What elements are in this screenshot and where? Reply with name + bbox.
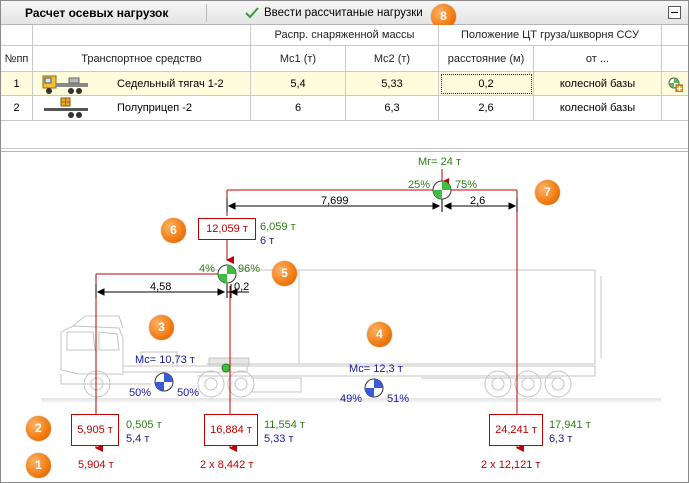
trailer-axle-green: 17,941 т bbox=[549, 419, 591, 431]
tractor-mass-label: Мс= 10,73 т bbox=[135, 354, 195, 366]
cargo-left-pct: 25% bbox=[408, 179, 431, 191]
front-axle-blue: 5,4 т bbox=[126, 433, 150, 445]
drive-axle-load-box: 16,884 т bbox=[204, 414, 258, 446]
column-header-vehicle[interactable]: Транспортное средство bbox=[33, 46, 251, 72]
row2-from[interactable]: колесной базы bbox=[534, 96, 662, 121]
header-spacer bbox=[662, 25, 688, 46]
panel-title: Расчет осевых нагрузок bbox=[25, 6, 169, 20]
checkmark-icon bbox=[245, 7, 259, 19]
dimension-26: 2,6 bbox=[470, 195, 486, 207]
cg-marker-cargo-icon bbox=[432, 180, 452, 200]
tractor-icon bbox=[42, 75, 88, 94]
trailer-axle-load-box: 24,241 т bbox=[489, 414, 543, 446]
callout-badge-8: 8 bbox=[431, 4, 456, 29]
row2-mc1[interactable]: 6 bbox=[251, 96, 346, 121]
row1-distance[interactable]: 0,2 bbox=[439, 72, 534, 96]
kingpin-marker-icon bbox=[221, 363, 231, 373]
drive-axle-total: 2 x 8,442 т bbox=[200, 459, 254, 471]
cg-marker-kingpin-icon bbox=[217, 264, 237, 284]
truck-outline bbox=[41, 269, 661, 402]
kingpin-right-pct: 96% bbox=[238, 263, 261, 275]
row1-mc2[interactable]: 5,33 bbox=[346, 72, 439, 96]
callout-badge-5: 5 bbox=[272, 261, 297, 286]
cargo-right-pct: 75% bbox=[455, 179, 478, 191]
trailer-mass-label: Мс= 12,3 т bbox=[349, 363, 403, 375]
column-header-mc2[interactable]: Mc2 (т) bbox=[346, 46, 439, 72]
tractor-left-pct: 50% bbox=[129, 387, 152, 399]
trailer-axle-total: 2 x 12,121 т bbox=[481, 459, 541, 471]
row1-number[interactable]: 1 bbox=[1, 72, 33, 96]
cg-marker-tractor-icon bbox=[154, 372, 174, 392]
cargo-mass-label: Мг= 24 т bbox=[418, 156, 461, 168]
column-header-number[interactable]: №пп bbox=[1, 46, 33, 72]
group-header-position: Положение ЦТ груза/шкворня ССУ bbox=[439, 25, 662, 46]
row1-vehicle[interactable]: Седельный тягач 1-2 bbox=[33, 72, 251, 96]
row2-distance[interactable]: 2,6 bbox=[439, 96, 534, 121]
column-header-distance[interactable]: расстояние (м) bbox=[439, 46, 534, 72]
trailer-left-pct: 49% bbox=[340, 393, 363, 405]
trailer-right-pct: 51% bbox=[387, 393, 410, 405]
front-axle-green: 0,505 т bbox=[126, 419, 162, 431]
callout-badge-6: 6 bbox=[161, 218, 186, 243]
header-spacer bbox=[1, 25, 33, 46]
row1-vehicle-name: Седельный тягач 1-2 bbox=[117, 77, 224, 90]
callout-badge-1: 1 bbox=[26, 453, 51, 478]
table-empty-area bbox=[1, 121, 688, 149]
kingpin-left-pct: 4% bbox=[199, 263, 215, 275]
dimension-458: 4,58 bbox=[150, 281, 172, 293]
column-header-mc1[interactable]: Mc1 (т) bbox=[251, 46, 346, 72]
cg-marker-trailer-icon bbox=[364, 378, 384, 398]
kingpin-load-blue: 6 т bbox=[260, 235, 275, 247]
toolbar: Расчет осевых нагрузок Ввести рассчитаны… bbox=[1, 1, 688, 25]
load-lines bbox=[95, 169, 524, 452]
axle-load-diagram: Мг= 24 т 25% 75% 7,699 2,6 12,059 т 6,05… bbox=[1, 151, 688, 482]
row2-action bbox=[662, 96, 688, 121]
collapse-icon[interactable] bbox=[668, 6, 681, 19]
row1-mc1[interactable]: 5,4 bbox=[251, 72, 346, 96]
diagram-drawing bbox=[41, 169, 661, 452]
kingpin-load-box: 12,059 т bbox=[198, 218, 256, 240]
drive-axle-blue: 5,33 т bbox=[264, 433, 294, 445]
add-cargo-button[interactable] bbox=[662, 72, 688, 96]
drive-axle-green: 11,554 т bbox=[264, 419, 305, 431]
group-header-mass: Распр. снаряженной массы bbox=[251, 25, 439, 46]
trailer-axle-blue: 6,3 т bbox=[549, 433, 573, 445]
column-header-from[interactable]: от ... bbox=[534, 46, 662, 72]
toolbar-separator bbox=[206, 4, 207, 22]
column-header-action bbox=[662, 46, 688, 72]
row2-number[interactable]: 2 bbox=[1, 96, 33, 121]
callout-badge-3: 3 bbox=[149, 315, 174, 340]
header-spacer bbox=[33, 25, 251, 46]
dimension-7699: 7,699 bbox=[321, 195, 349, 207]
row2-vehicle[interactable]: Полуприцеп -2 bbox=[33, 96, 251, 121]
dimension-lines bbox=[95, 198, 518, 298]
row2-mc2[interactable]: 6,3 bbox=[346, 96, 439, 121]
row2-vehicle-name: Полуприцеп -2 bbox=[117, 102, 193, 114]
callout-badge-2: 2 bbox=[26, 416, 51, 441]
front-axle-total: 5,904 т bbox=[78, 459, 114, 471]
front-axle-load-box: 5,905 т bbox=[71, 414, 119, 446]
dimension-02: 0,2 bbox=[234, 281, 250, 293]
callout-badge-7: 7 bbox=[535, 180, 560, 205]
enter-loads-button[interactable]: Ввести рассчитаные нагрузки bbox=[245, 5, 423, 21]
enter-loads-label: Ввести рассчитаные нагрузки bbox=[264, 7, 423, 19]
tractor-right-pct: 50% bbox=[177, 387, 200, 399]
semitrailer-icon bbox=[44, 97, 88, 118]
vehicles-table: Распр. снаряженной массы Положение ЦТ гр… bbox=[1, 25, 688, 149]
add-cargo-icon bbox=[668, 77, 683, 92]
kingpin-load-green: 6,059 т bbox=[260, 221, 296, 233]
row1-from[interactable]: колесной базы bbox=[534, 72, 662, 96]
callout-badge-4: 4 bbox=[367, 322, 392, 347]
